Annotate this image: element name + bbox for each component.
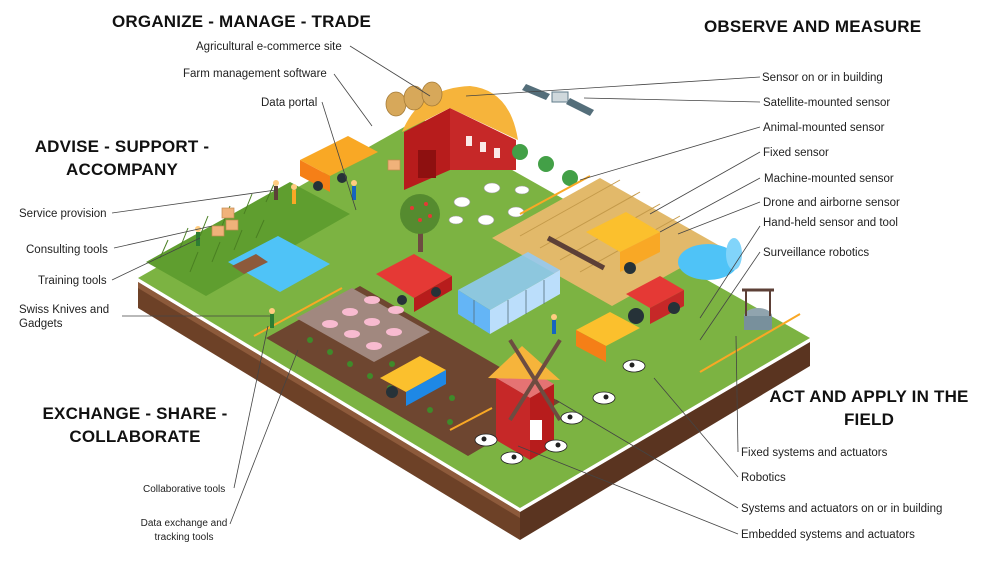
label-data-exchange: Data exchange and tracking tools xyxy=(138,517,230,545)
label-training-tools: Training tools xyxy=(38,275,107,287)
well xyxy=(742,288,774,330)
label-machine-sensor: Machine-mounted sensor xyxy=(764,173,894,185)
soil-right-side xyxy=(520,342,810,540)
pickup-truck xyxy=(376,254,452,312)
label-data-exchange-line1: Data exchange and xyxy=(140,518,228,529)
label-embedded-systems: Embedded systems and actuators xyxy=(741,529,915,541)
windmill xyxy=(488,338,562,460)
sprayer-tractor xyxy=(380,356,446,406)
label-data-exchange-line2: tracking tools xyxy=(154,532,214,543)
label-swiss-knives-line2: Gadgets xyxy=(19,318,63,330)
label-drone-sensor: Drone and airborne sensor xyxy=(763,197,900,209)
trees xyxy=(400,144,578,252)
fences xyxy=(253,175,801,431)
heading-exchange: EXCHANGE - SHARE - COLLABORATE xyxy=(40,402,230,448)
label-animal-sensor: Animal-mounted sensor xyxy=(763,122,885,134)
heading-exchange-line1: EXCHANGE - SHARE - xyxy=(42,404,228,423)
label-swiss-knives-line1: Swiss Knives and xyxy=(19,304,110,316)
heading-exchange-line2: COLLABORATE xyxy=(69,427,201,446)
heading-advise-line1: ADVISE - SUPPORT - xyxy=(34,137,210,156)
heading-observe: OBSERVE AND MEASURE xyxy=(704,17,922,36)
combine-harvester xyxy=(546,212,660,274)
heading-advise: ADVISE - SUPPORT - ACCOMPANY xyxy=(32,135,212,181)
label-fixed-sensor: Fixed sensor xyxy=(763,147,829,159)
label-swiss-knives: Swiss Knives and Gadgets xyxy=(19,303,109,331)
heading-act: ACT AND APPLY IN THE FIELD xyxy=(764,385,974,431)
label-sensor-building: Sensor on or in building xyxy=(762,72,883,84)
label-systems-building: Systems and actuators on or in building xyxy=(741,503,943,515)
label-farm-software: Farm management software xyxy=(183,68,327,80)
crates xyxy=(211,159,401,237)
label-ecommerce: Agricultural e-commerce site xyxy=(196,41,342,53)
pond xyxy=(228,236,330,292)
label-handheld-sensor: Hand-held sensor and tool xyxy=(763,217,898,229)
trailer xyxy=(576,312,640,362)
pond-dock xyxy=(232,254,268,274)
heading-advise-line2: ACCOMPANY xyxy=(66,160,178,179)
leader-lines xyxy=(111,45,761,535)
barn-front xyxy=(404,108,450,190)
label-collaborative-tools: Collaborative tools xyxy=(143,484,226,495)
tractor xyxy=(626,276,684,324)
label-data-portal: Data portal xyxy=(261,97,318,109)
label-surveillance-robotics: Surveillance robotics xyxy=(763,247,870,259)
label-satellite-sensor: Satellite-mounted sensor xyxy=(763,97,891,109)
label-consulting-tools: Consulting tools xyxy=(26,244,108,256)
tall-grass xyxy=(146,182,350,296)
water-tank xyxy=(678,238,742,280)
pig-pen xyxy=(296,288,430,362)
heading-act-line1: ACT AND APPLY IN THE xyxy=(769,387,969,406)
soil-left-side xyxy=(138,282,520,540)
label-service-provision: Service provision xyxy=(19,208,107,220)
heading-organize: ORGANIZE - MANAGE - TRADE xyxy=(112,12,372,31)
label-fixed-systems: Fixed systems and actuators xyxy=(741,447,888,459)
greenhouse xyxy=(458,252,560,334)
heading-act-line2: FIELD xyxy=(843,410,895,429)
satellite xyxy=(522,84,594,116)
label-robotics: Robotics xyxy=(741,472,786,484)
